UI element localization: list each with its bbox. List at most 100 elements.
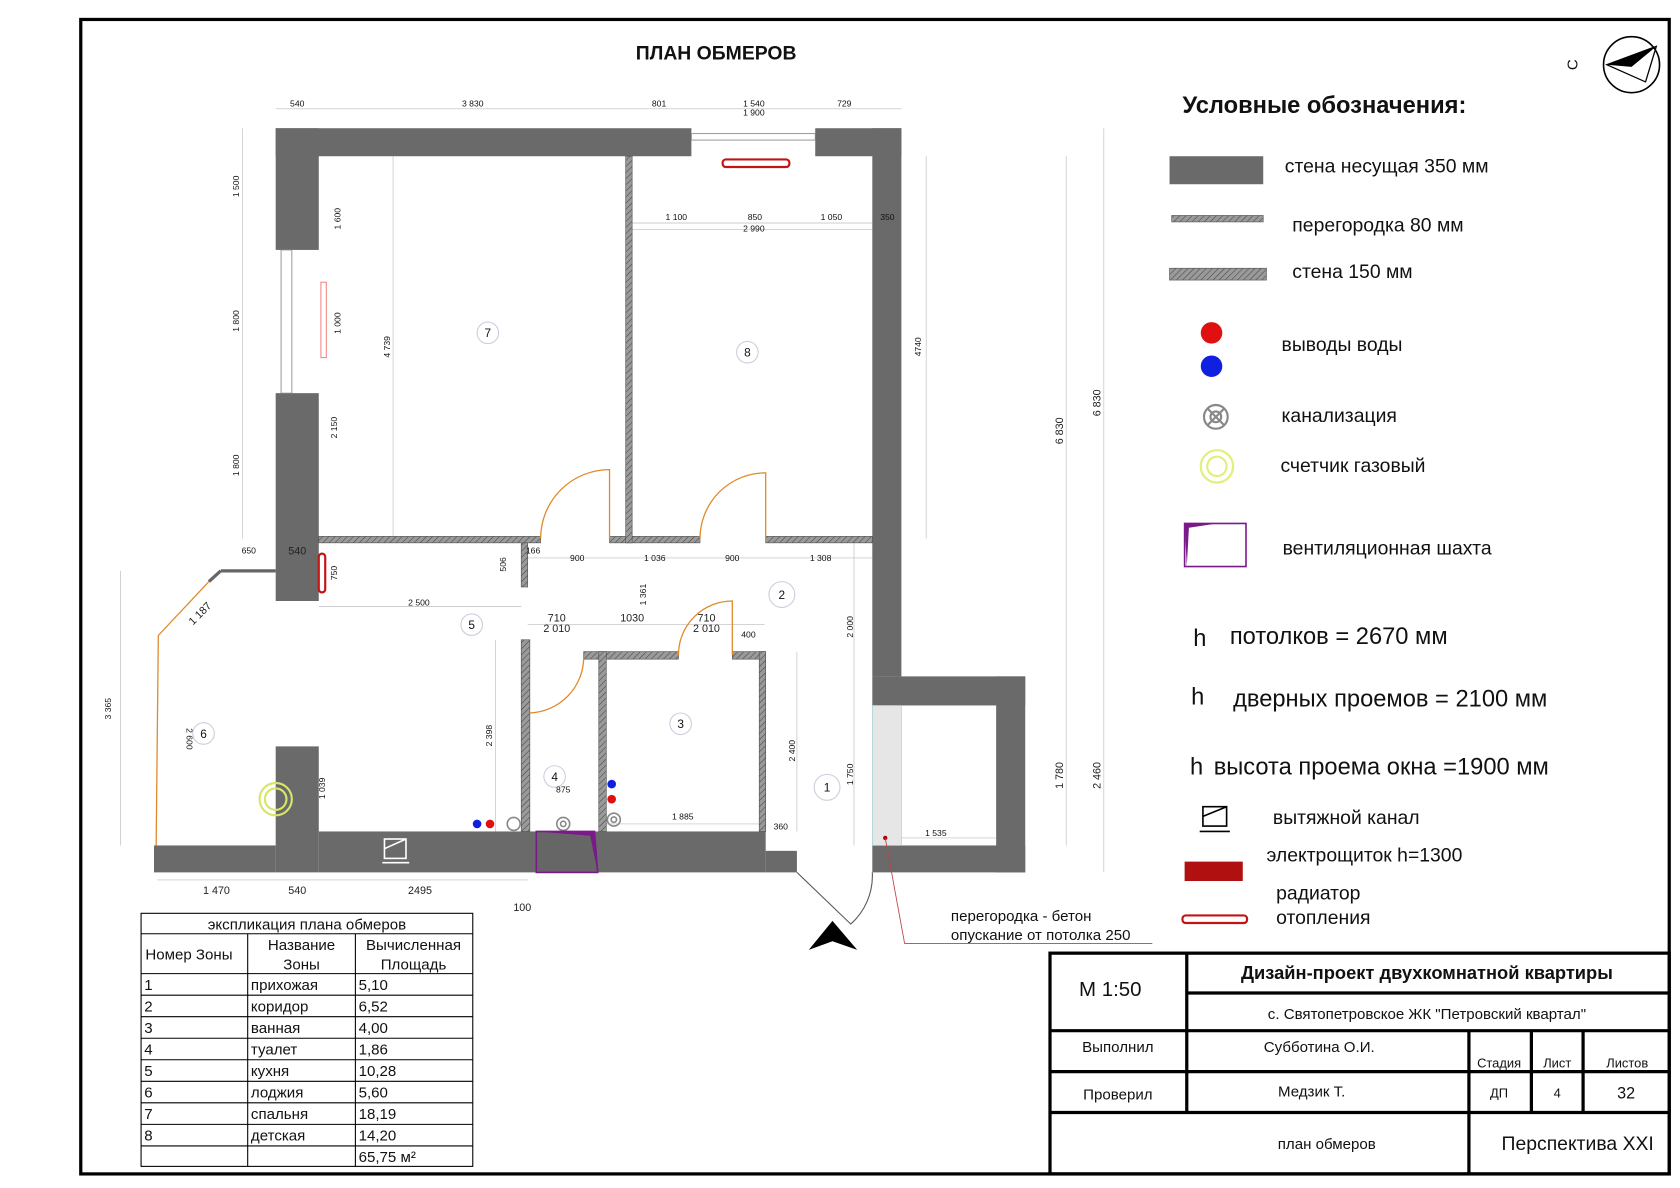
legend: Условные обозначения: стена несущая 350 … bbox=[1169, 93, 1549, 929]
entrance-arrow-icon bbox=[808, 920, 858, 950]
room-markers: 1 2 3 4 5 6 7 8 bbox=[192, 321, 841, 801]
column-header: Площадь bbox=[381, 956, 447, 973]
svg-text:710: 710 bbox=[697, 612, 715, 624]
svg-text:4,00: 4,00 bbox=[359, 1020, 388, 1037]
svg-text:6 830: 6 830 bbox=[1092, 389, 1104, 416]
electrical-panel-icon bbox=[1184, 861, 1243, 881]
legend-label: выводы воды bbox=[1282, 334, 1403, 356]
svg-text:7: 7 bbox=[485, 326, 492, 340]
svg-text:1 535: 1 535 bbox=[925, 828, 947, 838]
room-marker: 7 bbox=[476, 321, 500, 345]
svg-text:2 400: 2 400 bbox=[787, 740, 797, 762]
windows bbox=[280, 133, 816, 394]
stage-value: ДП bbox=[1490, 1085, 1508, 1100]
svg-text:кухня: кухня bbox=[251, 1063, 289, 1080]
svg-text:1030: 1030 bbox=[620, 612, 644, 624]
svg-text:650: 650 bbox=[242, 546, 257, 556]
svg-text:10,28: 10,28 bbox=[359, 1063, 397, 1080]
svg-text:прихожая: прихожая bbox=[251, 977, 318, 994]
floor-plan: 1 2 3 4 5 6 7 8 540 3 830 801 1 540 1 90… bbox=[103, 99, 1153, 950]
svg-text:1 780: 1 780 bbox=[1054, 762, 1066, 789]
svg-text:6: 6 bbox=[200, 727, 207, 741]
compass-label: С bbox=[1565, 59, 1582, 70]
legend-label: вентиляционная шахта bbox=[1283, 538, 1492, 560]
svg-text:2 398: 2 398 bbox=[484, 725, 494, 747]
svg-text:2: 2 bbox=[779, 588, 786, 602]
svg-text:4 739: 4 739 bbox=[382, 336, 392, 358]
sheet-value: 4 bbox=[1554, 1085, 1561, 1100]
svg-text:729: 729 bbox=[837, 99, 852, 109]
room-marker: 2 bbox=[768, 581, 796, 608]
svg-text:801: 801 bbox=[652, 99, 667, 109]
svg-text:4: 4 bbox=[144, 1041, 152, 1058]
legend-title: Условные обозначения: bbox=[1182, 93, 1466, 119]
column-header: Вычисленная bbox=[366, 937, 461, 954]
svg-text:900: 900 bbox=[725, 553, 740, 563]
svg-text:1 187: 1 187 bbox=[187, 600, 215, 628]
height-symbol: h bbox=[1193, 626, 1206, 652]
door-swings bbox=[529, 468, 767, 714]
svg-text:2 010: 2 010 bbox=[693, 623, 720, 635]
svg-text:1 540: 1 540 bbox=[743, 99, 765, 109]
legend-label: электрощиток h=1300 bbox=[1266, 845, 1462, 867]
svg-text:1: 1 bbox=[144, 977, 152, 994]
svg-text:1 800: 1 800 bbox=[231, 310, 241, 332]
bearing-walls bbox=[154, 128, 1026, 873]
svg-text:100: 100 bbox=[513, 902, 531, 914]
svg-text:2 150: 2 150 bbox=[329, 417, 339, 439]
concrete-partition bbox=[871, 705, 902, 846]
svg-text:1 600: 1 600 bbox=[332, 208, 342, 230]
height-symbol: h bbox=[1190, 754, 1203, 780]
gas-meter-icon bbox=[258, 781, 293, 817]
svg-text:2 000: 2 000 bbox=[845, 616, 855, 638]
svg-text:1 885: 1 885 bbox=[672, 812, 694, 822]
svg-text:детская: детская bbox=[251, 1128, 305, 1145]
checked-label: Проверил bbox=[1083, 1087, 1152, 1104]
explication-table: экспликация плана обмеров Номер Зоны Наз… bbox=[140, 912, 474, 1167]
room-marker: 1 bbox=[813, 773, 841, 801]
svg-text:1 000: 1 000 bbox=[332, 312, 342, 334]
room-marker: 5 bbox=[460, 613, 483, 636]
vent-shaft-icon bbox=[535, 830, 599, 874]
title-block: М 1:50 Дизайн-проект двухкомнатной кварт… bbox=[1048, 951, 1671, 1176]
table-title: экспликация плана обмеров bbox=[208, 916, 406, 933]
svg-text:лоджия: лоджия bbox=[251, 1084, 303, 1101]
legend-label: стена несущая 350 мм bbox=[1285, 155, 1489, 177]
sheet-frame bbox=[79, 17, 1671, 1176]
ceiling-height: потолков = 2670 мм bbox=[1230, 624, 1448, 650]
stage-label: Стадия bbox=[1477, 1055, 1521, 1070]
svg-text:8: 8 bbox=[144, 1128, 152, 1145]
svg-text:3 830: 3 830 bbox=[462, 99, 484, 109]
svg-text:5: 5 bbox=[468, 618, 475, 632]
water-outlets-icon bbox=[472, 779, 616, 829]
radiator-icon bbox=[320, 281, 327, 359]
column-header: Зоны bbox=[283, 956, 320, 973]
svg-text:710: 710 bbox=[548, 612, 566, 624]
company-name: Перспектива XXI bbox=[1502, 1133, 1654, 1155]
note-line-1: перегородка - бетон bbox=[951, 908, 1091, 925]
legend-label: счетчик газовый bbox=[1280, 455, 1425, 477]
checked-by: Медзик Т. bbox=[1278, 1083, 1345, 1100]
svg-text:1 036: 1 036 bbox=[644, 553, 666, 563]
dimension-labels: 540 3 830 801 1 540 1 900 729 1 100 850 … bbox=[103, 99, 1104, 914]
north-compass-icon: С bbox=[1565, 35, 1661, 94]
room-marker: 6 bbox=[192, 722, 215, 745]
svg-text:2 600: 2 600 bbox=[184, 728, 194, 750]
height-symbol: h bbox=[1191, 684, 1204, 710]
legend-label: отопления bbox=[1276, 907, 1370, 929]
svg-text:166: 166 bbox=[526, 546, 541, 556]
exhaust-channel-icon bbox=[1199, 805, 1230, 833]
note-line-2: опускание от потолка 250 bbox=[951, 927, 1131, 944]
svg-text:2 460: 2 460 bbox=[1092, 762, 1104, 789]
note-leader bbox=[884, 837, 1153, 944]
performed-label: Выполнил bbox=[1082, 1039, 1153, 1056]
room-marker: 3 bbox=[669, 712, 692, 736]
